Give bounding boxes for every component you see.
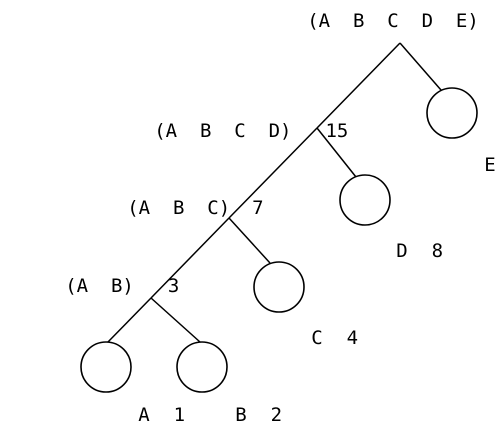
leaf-node-b [176, 341, 228, 393]
edge-root-to-abcd [316, 42, 401, 129]
leaf-symbol-b: B [235, 404, 246, 426]
leaf-symbol-e: E [484, 154, 495, 176]
leaf-symbol-a: A [138, 404, 150, 426]
leaf-symbol-d: D [396, 240, 407, 262]
node-label-abcd: (A B C D) 15 [97, 120, 383, 142]
node-weight-abc: 7 [252, 197, 263, 219]
edge-abc-to-ab [150, 217, 230, 299]
node-weight-ab: 3 [168, 275, 179, 297]
node-label-ab: (A B) 3 [8, 275, 214, 297]
leaf-symbol-c: C [311, 327, 322, 349]
edge-ab-to-a [105, 297, 152, 345]
leaf-node-c [253, 261, 305, 313]
leaf-label-e: E16 [427, 154, 500, 176]
leaf-node-a [80, 341, 132, 393]
leaf-weight-c: 4 [347, 327, 358, 349]
node-set-abcd: (A B C D) [154, 120, 291, 142]
leaf-weight-d: 8 [432, 240, 443, 262]
leaf-weight-b: 2 [271, 404, 282, 426]
node-weight-abcd: 15 [325, 120, 348, 142]
leaf-node-d [339, 174, 391, 226]
edge-abcd-to-abc [228, 127, 318, 219]
node-label-abcde: (A B C D E)31 [250, 10, 500, 32]
edge-abcd-to-d [316, 127, 357, 178]
leaf-weight-a: 1 [174, 404, 185, 426]
leaf-node-e [426, 87, 478, 139]
edge-root-to-e [399, 42, 442, 91]
edge-abc-to-c [228, 217, 271, 264]
node-set-ab: (A B) [65, 275, 134, 297]
node-label-abc: (A B C) 7 [70, 197, 298, 219]
edge-ab-to-b [150, 297, 201, 343]
node-set-abcde: (A B C D E) [307, 10, 479, 32]
node-set-abc: (A B C) [127, 197, 230, 219]
